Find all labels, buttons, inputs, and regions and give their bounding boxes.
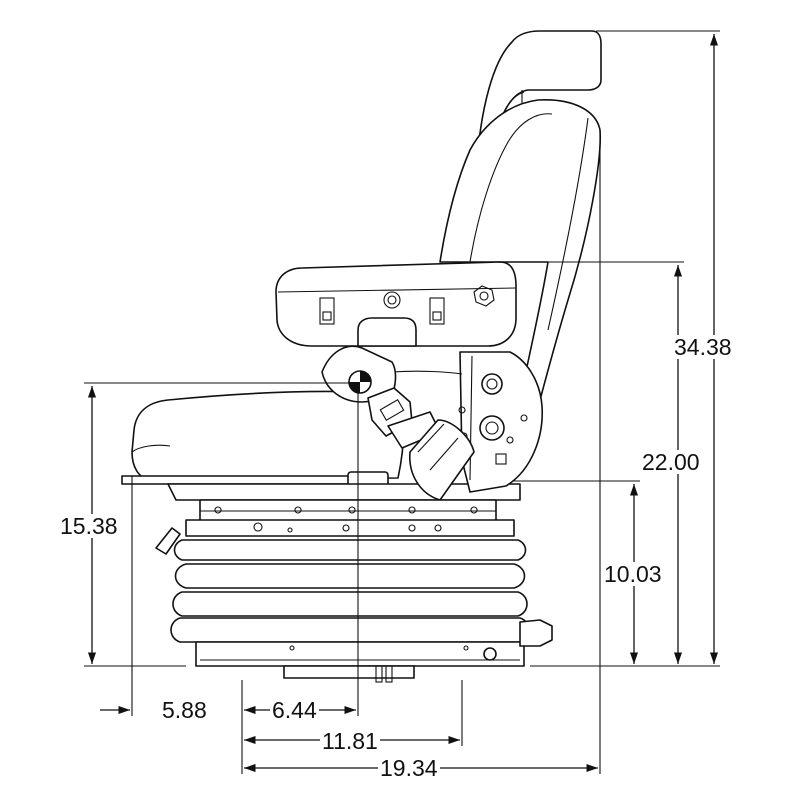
seat-height-label: 15.38 xyxy=(58,513,120,539)
suspension-bellows xyxy=(170,539,553,683)
slide-rails xyxy=(155,499,515,555)
seat-depth-label: 11.81 xyxy=(320,728,380,754)
armrest-height-label: 22.00 xyxy=(640,449,702,475)
front-offset-label: 5.88 xyxy=(160,697,209,723)
armrest xyxy=(275,261,517,347)
sip-offset-label: 6.44 xyxy=(270,697,319,723)
recline-mechanism xyxy=(391,351,543,493)
lumbar-adjuster xyxy=(321,345,475,501)
overall-height-label: 34.38 xyxy=(672,334,734,360)
base-height-label: 10.03 xyxy=(602,561,664,587)
overall-depth-label: 19.34 xyxy=(378,755,440,781)
